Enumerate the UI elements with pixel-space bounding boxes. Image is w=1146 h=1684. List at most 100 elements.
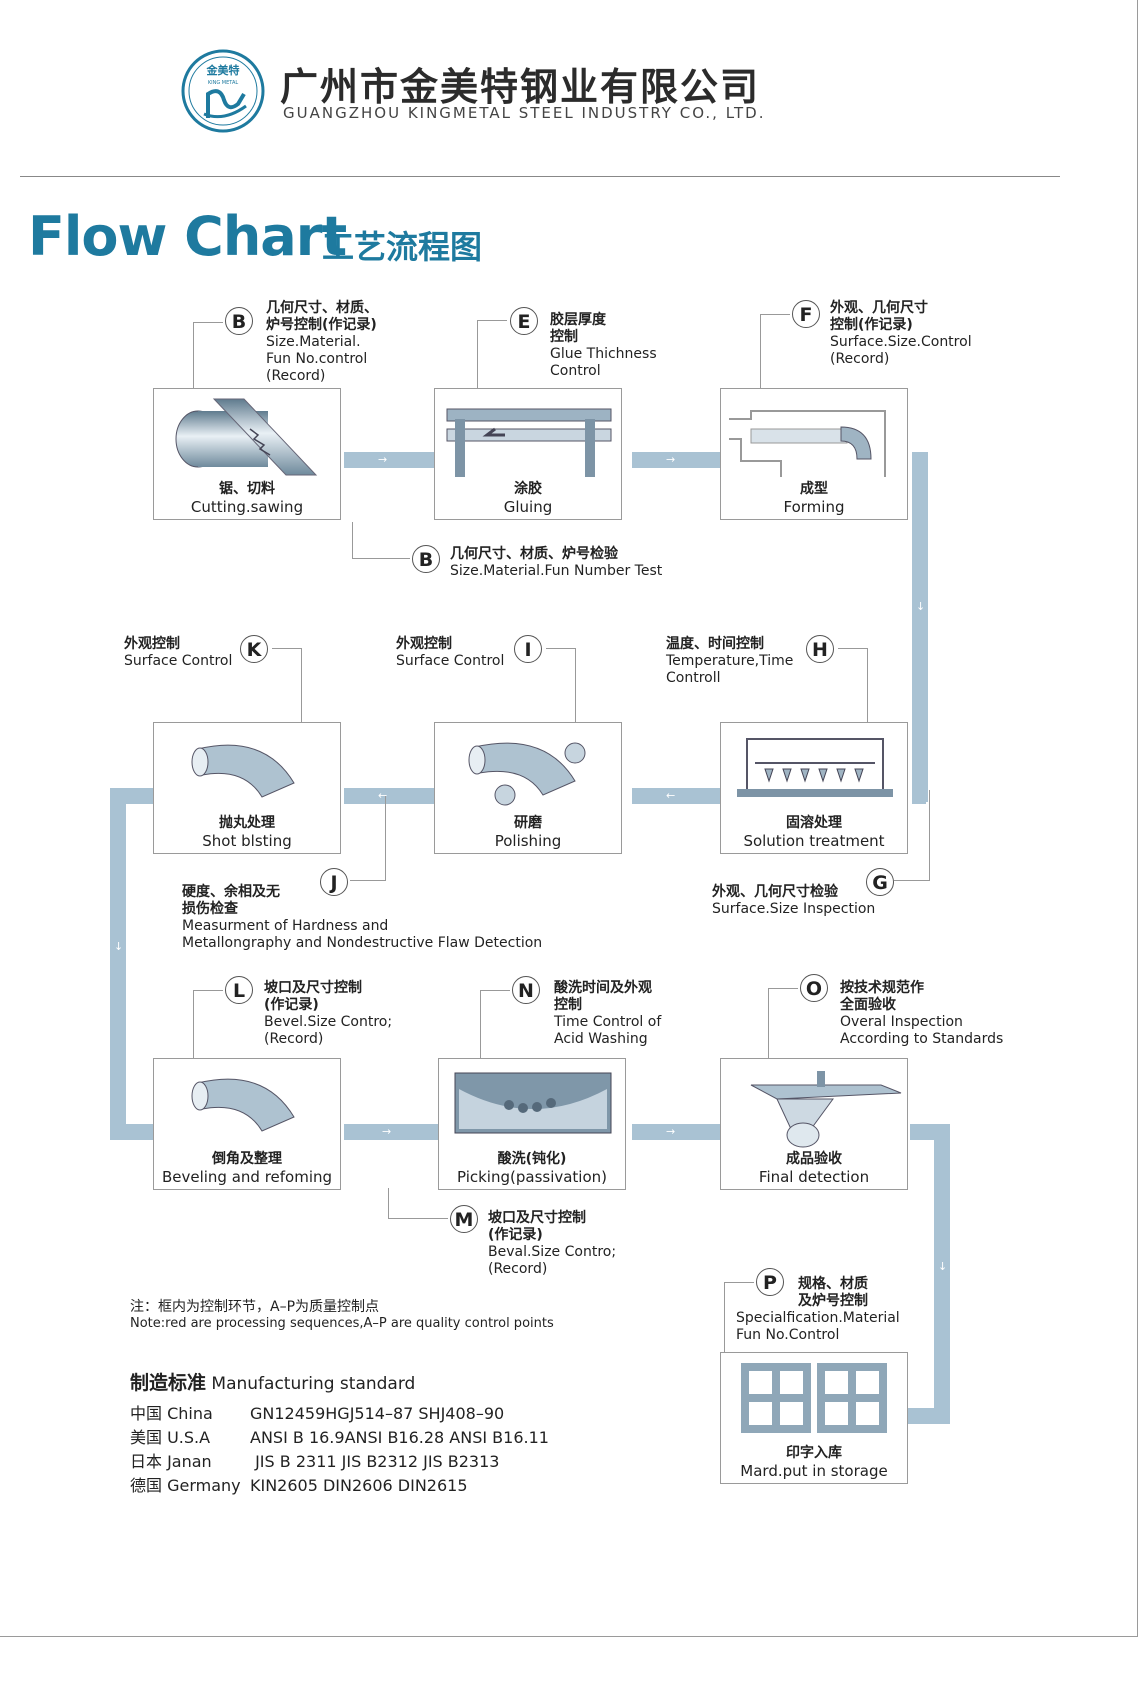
leader-line	[193, 322, 223, 323]
leader-line	[768, 988, 769, 1058]
flow-arrow-e-d	[344, 788, 434, 804]
arrow-down-icon: ↓	[938, 1260, 948, 1273]
control-point-b-label: 几何尺寸、材质、炉号控制(作记录) Size.Material.Fun No.c…	[266, 300, 378, 384]
leader-line	[724, 1282, 754, 1283]
pipe-saw-illustration	[175, 398, 318, 476]
leader-line	[388, 1218, 448, 1219]
elbow-illustration	[191, 744, 295, 798]
polished-elbow-illustration	[468, 742, 586, 806]
step-final-detection: 成品验收 Final detection	[720, 1058, 908, 1190]
leader-line	[894, 880, 930, 881]
leader-line	[724, 1282, 725, 1352]
arrow-right-icon: →	[378, 453, 388, 466]
flow-arrow-d-down	[110, 788, 126, 1140]
header-divider	[20, 176, 1060, 177]
leader-line	[477, 320, 478, 388]
leader-line	[301, 648, 302, 722]
control-point-b-test: B	[412, 545, 440, 573]
arrow-right-icon: →	[382, 1125, 392, 1138]
step-polishing: 研磨 Polishing	[434, 722, 622, 854]
leader-line	[546, 648, 576, 649]
page-title: Flow Chart	[28, 205, 347, 268]
leader-line	[480, 990, 510, 991]
control-point-i: I	[514, 635, 542, 663]
control-point-f-label: 外观、几何尺寸控制(作记录) Surface.Size.Control(Reco…	[830, 300, 972, 367]
leader-line	[193, 990, 223, 991]
leader-line	[760, 314, 790, 315]
flow-arrow-i-down	[934, 1124, 950, 1424]
leader-line	[838, 648, 868, 649]
arrow-right-icon: →	[666, 453, 676, 466]
forming-die-illustration	[729, 410, 886, 477]
leader-line	[477, 320, 507, 321]
bevel-elbow-illustration	[191, 1078, 295, 1132]
control-point-k: K	[240, 635, 268, 663]
step-gluing: 涂胶 Gluing	[434, 388, 622, 520]
company-name-en: GUANGZHOU KINGMETAL STEEL INDUSTRY CO., …	[283, 104, 766, 122]
leader-line	[352, 558, 410, 559]
control-point-b: B	[225, 307, 253, 335]
leader-line	[352, 522, 353, 558]
control-point-f: F	[792, 300, 820, 328]
arrow-left-icon: ←	[666, 789, 676, 802]
leader-line	[760, 314, 761, 388]
page-title-cn: 工艺流程图	[322, 228, 483, 266]
company-logo: 金美特 KING METAL	[181, 49, 265, 133]
leader-line	[193, 322, 194, 388]
control-point-p: P	[756, 1268, 784, 1296]
step-cutting: 锯、切料 Cutting.sawing	[153, 388, 341, 520]
page-right-edge	[1137, 0, 1138, 1636]
flow-arrow-h-i	[632, 1124, 722, 1140]
storage-rack-illustration	[741, 1363, 887, 1433]
leader-line	[272, 648, 302, 649]
leader-line	[480, 990, 481, 1058]
flow-arrow-g-corner	[110, 1124, 154, 1140]
control-point-n: N	[512, 976, 540, 1004]
control-point-m-label: 坡口及尺寸控制(作记录) Beval.Size Contro;(Record)	[488, 1210, 617, 1277]
flow-arrow-a-b	[344, 452, 434, 468]
note-en: Note:red are processing sequences,A–P ar…	[130, 1316, 554, 1331]
acid-tank-illustration	[454, 1072, 612, 1134]
flow-arrow-j-corner	[906, 1408, 950, 1424]
control-point-j: J	[320, 868, 348, 896]
step-storage: 印字入库 Mard.put in storage	[720, 1352, 908, 1484]
leader-line	[385, 796, 386, 880]
arrow-left-icon: ←	[378, 789, 388, 802]
leader-line	[575, 648, 576, 722]
gluing-machine-illustration	[446, 408, 612, 477]
leader-line	[929, 790, 930, 880]
standard-row: 日本 Janan JIS B 2311 JIS B2312 JIS B2313	[130, 1452, 500, 1471]
step-pickling: 酸洗(钝化) Picking(passivation)	[438, 1058, 626, 1190]
flow-arrow-c-corner	[912, 788, 926, 804]
svg-text:金美特: 金美特	[206, 63, 240, 77]
control-point-g: G	[866, 868, 894, 896]
leader-line	[350, 880, 386, 881]
svg-text:KING METAL: KING METAL	[208, 80, 239, 86]
inspection-illustration	[750, 1071, 902, 1148]
control-point-o: O	[800, 974, 828, 1002]
flow-arrow-b-c	[632, 452, 722, 468]
note-cn: 注：框内为控制环节，A–P为质量控制点	[130, 1299, 380, 1315]
furnace-illustration	[737, 738, 893, 797]
leader-line	[388, 1188, 389, 1218]
control-point-m: M	[450, 1205, 478, 1233]
leader-line	[768, 988, 798, 989]
page-bottom-edge	[0, 1636, 1138, 1637]
control-point-l-label: 坡口及尺寸控制(作记录) Bevel.Size Contro;(Record)	[264, 980, 393, 1047]
company-name-cn: 广州市金美特钢业有限公司	[280, 65, 761, 109]
arrow-down-icon: ↓	[916, 600, 926, 613]
control-point-l: L	[225, 976, 253, 1004]
